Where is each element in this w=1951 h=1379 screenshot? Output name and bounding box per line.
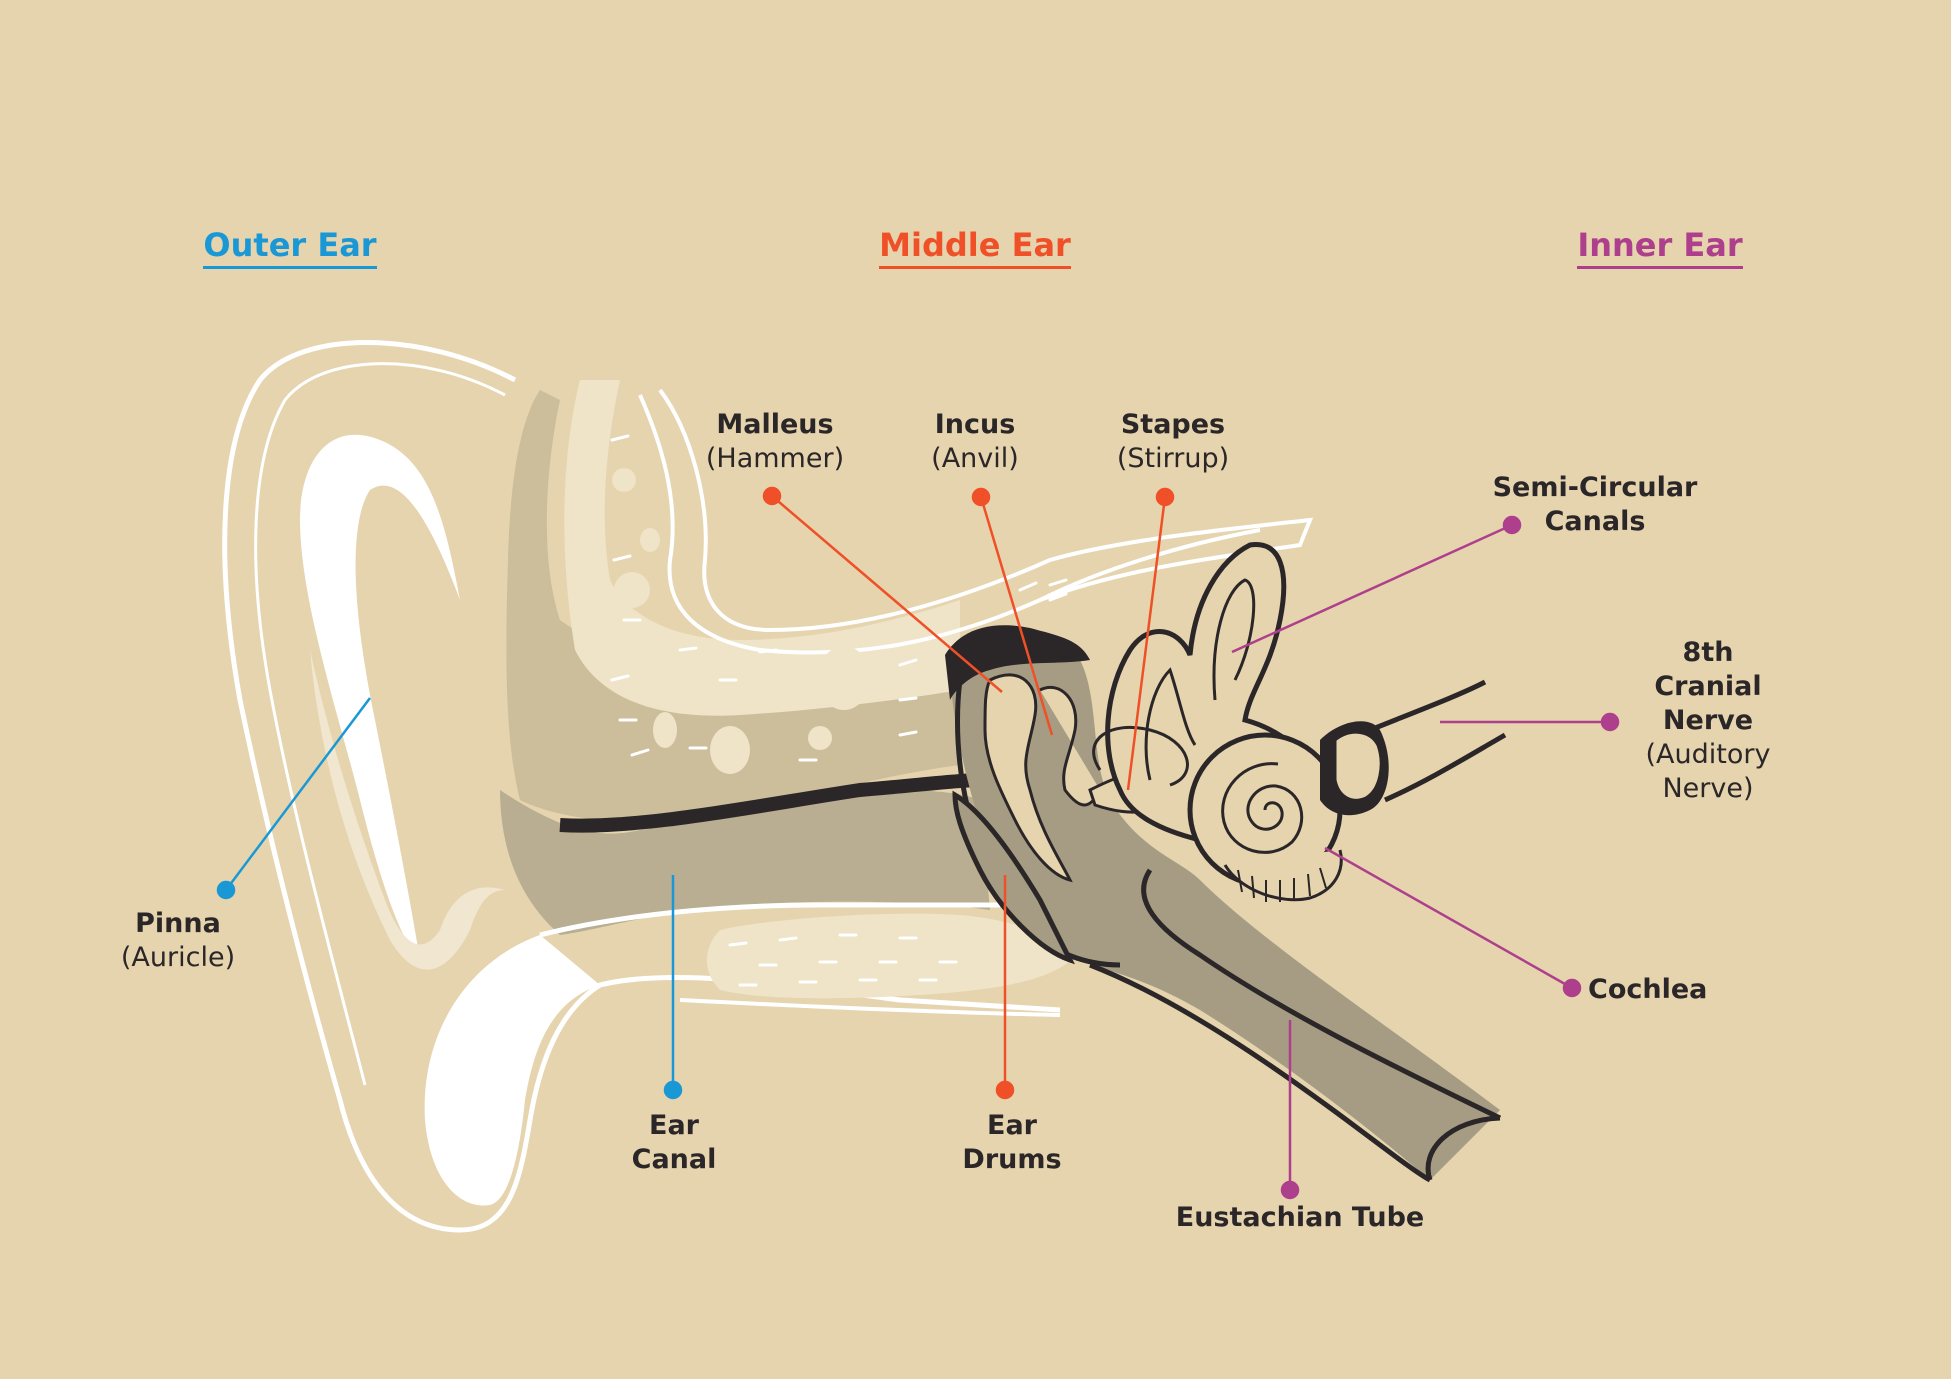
pinna-outline [222, 340, 1061, 1233]
header-outer-ear: Outer Ear [100, 226, 480, 269]
ear-drums-line2: Drums [962, 1144, 1062, 1175]
auditory-nerve-bottom [1383, 732, 1507, 803]
incus-name: Incus [934, 409, 1016, 440]
label-eustachian-tube: Eustachian Tube [1150, 1201, 1450, 1235]
temporal-bone-outer [506, 390, 960, 823]
header-middle-ear-text: Middle Ear [879, 226, 1071, 269]
antihelix-shape [310, 650, 505, 970]
header-inner-ear: Inner Ear [1470, 226, 1850, 269]
eustachian-tube-outline-bottom [1089, 962, 1432, 1183]
nerve-fan [1333, 730, 1383, 802]
cochlea-name: Cochlea [1588, 974, 1708, 1005]
semicircular-canal-loop [1092, 725, 1189, 787]
ear-drums-line1: Ear [987, 1110, 1037, 1141]
ear-canal-shape [500, 790, 990, 935]
stapes-name: Stapes [1120, 409, 1226, 440]
stapes-alt: (Stirrup) [1116, 443, 1230, 474]
label-pinna: Pinna (Auricle) [78, 907, 278, 975]
incus-alt: (Anvil) [931, 443, 1019, 474]
malleus-bone [983, 673, 1073, 883]
lower-bone-dashes [728, 933, 958, 987]
nerve-line5: Nerve) [1662, 773, 1754, 804]
nerve-line2: Cranial [1654, 671, 1762, 702]
malleus-alt: (Hammer) [705, 443, 845, 474]
bone-top-line [1039, 528, 1261, 602]
bone-boundary [638, 388, 1314, 655]
eardrum-shape [952, 790, 1075, 965]
label-ear-canal: Ear Canal [574, 1109, 774, 1177]
ear-lobe [424, 935, 600, 1206]
label-ear-drums: Ear Drums [912, 1109, 1112, 1177]
cochlea-ridges [1237, 867, 1327, 902]
pinna-alt: (Auricle) [120, 942, 236, 973]
malleus-name: Malleus [716, 409, 834, 440]
semicircular-line2: Canals [1544, 506, 1646, 537]
nerve-line1: 8th [1682, 637, 1734, 668]
bone-dashes [610, 434, 1068, 762]
cochlea-spiral [1221, 762, 1304, 854]
header-outer-ear-text: Outer Ear [203, 226, 377, 269]
label-cochlea: Cochlea [1588, 973, 1728, 1007]
outer-pointers [216, 697, 683, 1100]
eustachian-tube-outline-top [1141, 868, 1502, 1121]
semicircular-line1: Semi-Circular [1492, 472, 1698, 503]
lower-bone-light [706, 913, 1080, 999]
ear-canal-line2: Canal [631, 1144, 717, 1175]
label-auditory-nerve: 8th Cranial Nerve (Auditory Nerve) [1608, 636, 1808, 806]
incus-bone [1039, 685, 1102, 807]
eustachian-name: Eustachian Tube [1175, 1202, 1425, 1233]
helix-shape [300, 434, 460, 961]
label-stapes: Stapes (Stirrup) [1073, 408, 1273, 476]
bone-spots [612, 468, 870, 774]
tympanic-roof [945, 625, 1090, 700]
label-semicircular-canals: Semi-Circular Canals [1475, 471, 1715, 539]
ear-canal-wall-top [559, 773, 981, 833]
ear-canal-line1: Ear [649, 1110, 699, 1141]
inner-pointers [1231, 515, 1620, 1200]
label-incus: Incus (Anvil) [875, 408, 1075, 476]
pinna-inner-rim [254, 362, 506, 1086]
ear-canal-wall-bottom [539, 902, 1000, 938]
header-inner-ear-text: Inner Ear [1577, 226, 1743, 269]
nerve-line4: (Auditory [1645, 739, 1771, 770]
eustachian-end [1425, 1115, 1501, 1181]
header-middle-ear: Middle Ear [785, 226, 1165, 269]
label-malleus: Malleus (Hammer) [675, 408, 875, 476]
nerve-line3: Nerve [1662, 705, 1754, 736]
pinna-name: Pinna [135, 908, 221, 939]
temporal-bone-light [564, 380, 960, 716]
middle-pointers [762, 486, 1175, 1100]
semicircular-canal-inner [1144, 578, 1256, 781]
auditory-nerve-top [1369, 679, 1487, 733]
